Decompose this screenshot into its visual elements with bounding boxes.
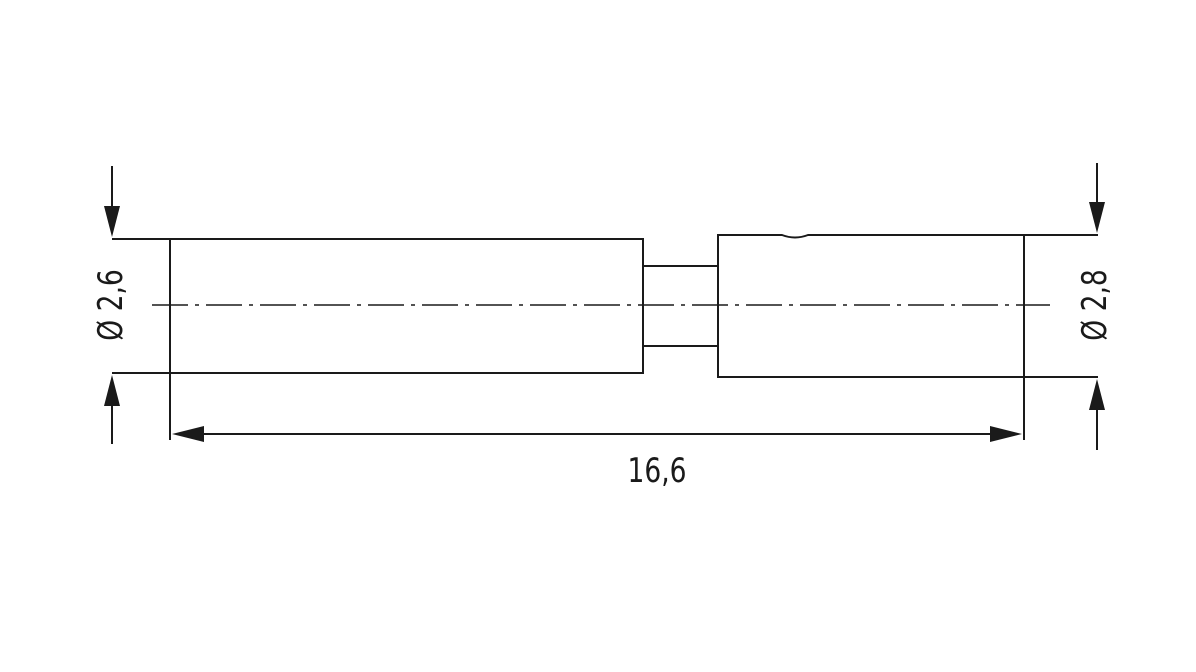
- length-right-arrowhead: [990, 426, 1022, 442]
- left-cylinder: [169, 238, 644, 374]
- right-diameter-label: Ø 2,8: [1076, 269, 1115, 340]
- length-left-arrowhead: [172, 426, 204, 442]
- length-dimension-label: 16,6: [627, 452, 686, 491]
- left-bottom-arrowhead: [104, 375, 120, 406]
- left-top-arrowhead: [104, 206, 120, 237]
- neck-section: [643, 265, 718, 347]
- right-bottom-arrowhead: [1089, 379, 1105, 410]
- left-diameter-label: Ø 2,6: [92, 269, 131, 340]
- right-top-arrowhead: [1089, 202, 1105, 233]
- right-cylinder: [717, 234, 1025, 378]
